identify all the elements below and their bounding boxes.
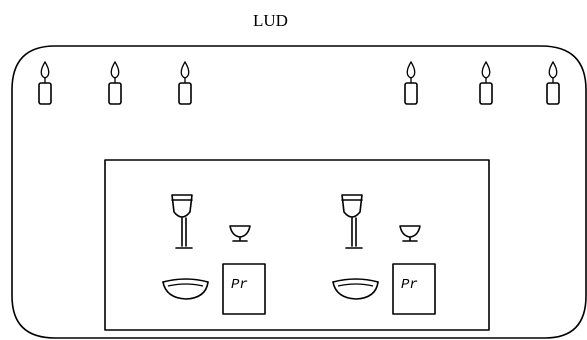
bowl-icon xyxy=(332,278,379,300)
candle-icon xyxy=(546,60,560,105)
outer-outline xyxy=(11,45,587,339)
place-setting: Pr xyxy=(162,194,266,315)
candle-icon xyxy=(404,60,418,105)
wine-glass-icon xyxy=(341,194,363,249)
place-card-icon: Pr xyxy=(222,263,266,315)
bowl-icon xyxy=(162,278,209,300)
place-card-icon: Pr xyxy=(392,263,436,315)
candle-icon xyxy=(479,60,493,105)
candle-icon xyxy=(178,60,192,105)
place-settings: Pr Pr xyxy=(162,194,436,315)
candle-icon xyxy=(108,60,122,105)
candle-row xyxy=(38,60,560,105)
place-setting: Pr xyxy=(332,194,436,315)
diagram-title: LUD xyxy=(253,11,288,30)
wine-glass-icon xyxy=(171,194,193,249)
inner-table xyxy=(104,159,490,331)
small-cup-icon xyxy=(229,225,251,242)
candle-icon xyxy=(38,60,52,105)
place-card-label: Pr xyxy=(401,277,418,293)
place-card-label: Pr xyxy=(231,277,248,293)
small-cup-icon xyxy=(399,225,421,242)
